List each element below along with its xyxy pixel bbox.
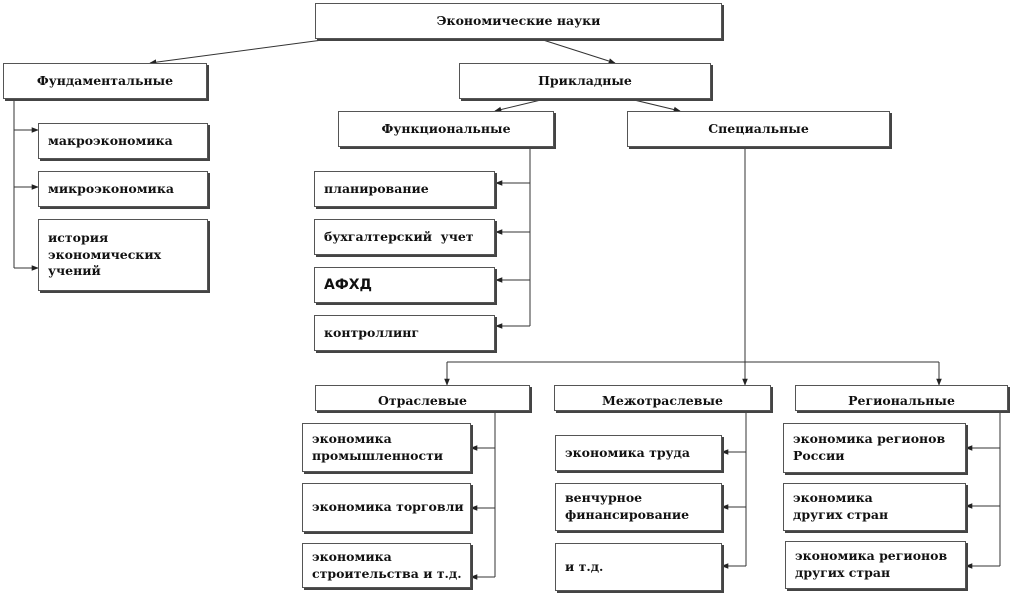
- node-label: экономика промышленности: [312, 430, 444, 463]
- node-controlling: контроллинг: [314, 315, 495, 351]
- arrow-root-to-applied: [539, 38, 616, 64]
- node-russian-regions-economics: экономика регионов России: [783, 423, 966, 473]
- node-label: Функциональные: [381, 120, 511, 136]
- node-labor-economics: экономика труда: [555, 435, 722, 471]
- node-label: и т.д.: [565, 558, 604, 574]
- node-afhd: АФХД: [314, 267, 495, 303]
- node-label: бухгалтерский учет: [324, 228, 474, 244]
- node-economic-sciences: Экономические науки: [315, 3, 722, 39]
- node-label: АФХД: [324, 276, 372, 293]
- node-label: история экономических учений: [48, 229, 162, 279]
- node-regional: Региональные: [795, 385, 1008, 411]
- node-label: Региональные: [848, 393, 955, 408]
- node-other-countries-economics: экономика других стран: [783, 483, 966, 531]
- node-label: экономика других стран: [793, 490, 889, 522]
- node-venture-financing: венчурное финансирование: [555, 483, 722, 531]
- node-label: планирование: [324, 180, 429, 196]
- node-sectoral: Отраслевые: [315, 385, 530, 411]
- node-intersectoral: Межотраслевые: [554, 385, 771, 411]
- node-microeconomics: микроэкономика: [38, 171, 208, 207]
- node-label: Специальные: [708, 120, 809, 136]
- node-functional: Функциональные: [338, 111, 554, 147]
- node-label: Отраслевые: [377, 393, 468, 408]
- node-label: Прикладные: [538, 72, 632, 88]
- node-label: экономика труда: [565, 444, 690, 460]
- node-history-of-economic-thought: история экономических учений: [38, 219, 208, 291]
- node-label: контроллинг: [324, 324, 420, 340]
- node-label: экономика регионов России: [793, 431, 946, 463]
- node-planning: планирование: [314, 171, 495, 207]
- node-label: Межотраслевые: [602, 393, 723, 408]
- node-label: макроэкономика: [48, 132, 173, 148]
- node-industrial-economics: экономика промышленности: [302, 423, 471, 472]
- node-label: экономика строительства и т.д.: [312, 548, 462, 581]
- node-label: Экономические науки: [436, 12, 601, 28]
- node-macroeconomics: макроэкономика: [38, 123, 208, 159]
- node-other-countries-regions-economics: экономика регионов других стран: [785, 541, 966, 589]
- arrow-applied-to-special: [629, 98, 681, 113]
- arrow-applied-to-functional: [494, 98, 546, 113]
- node-label: экономика торговли: [312, 499, 464, 515]
- node-label: микроэкономика: [48, 180, 174, 196]
- node-label: венчурное финансирование: [565, 490, 690, 522]
- node-fundamental: Фундаментальные: [3, 63, 207, 99]
- node-etc: и т.д.: [555, 543, 722, 591]
- node-accounting: бухгалтерский учет: [314, 219, 495, 255]
- node-construction-economics: экономика строительства и т.д.: [302, 543, 471, 588]
- arrow-root-to-fundamental: [149, 38, 331, 65]
- node-special: Специальные: [627, 111, 890, 147]
- node-label: Фундаментальные: [36, 72, 174, 88]
- node-label: экономика регионов других стран: [795, 548, 948, 580]
- node-trade-economics: экономика торговли: [302, 483, 471, 532]
- node-applied: Прикладные: [459, 63, 711, 99]
